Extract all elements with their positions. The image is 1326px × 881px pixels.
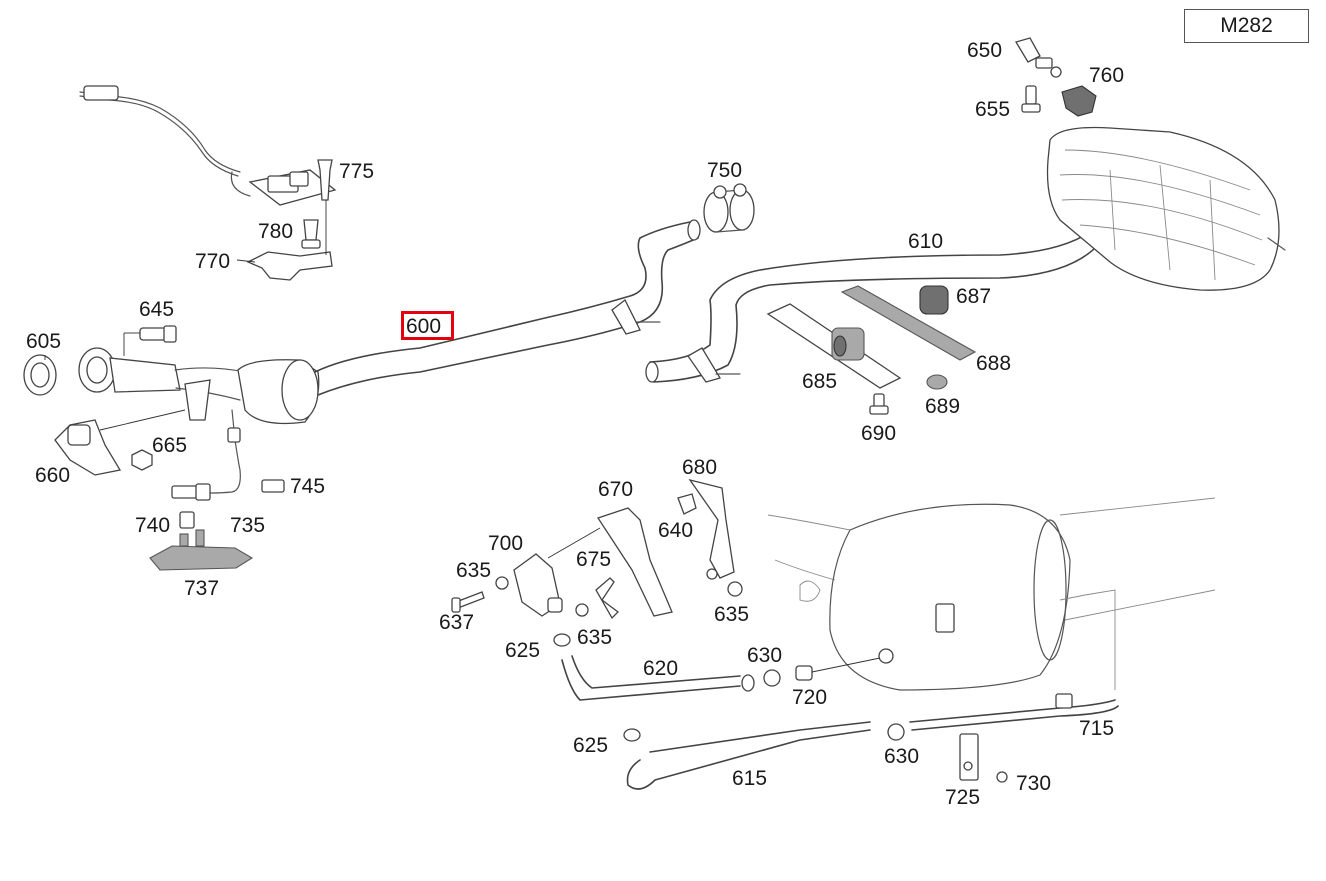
part-label-660[interactable]: 660 xyxy=(35,464,70,487)
part-label-689[interactable]: 689 xyxy=(925,395,960,418)
part-label-600[interactable]: 600 xyxy=(406,315,441,338)
bolt-690-drawing xyxy=(869,393,889,415)
selected-part-highlight xyxy=(401,311,454,340)
clamp-630-drawing xyxy=(763,669,905,741)
part-label-637[interactable]: 637 xyxy=(439,611,474,634)
bolt-775-drawing xyxy=(317,159,333,255)
part-label-630-upper[interactable]: 630 xyxy=(747,644,782,667)
part-label-635-middle[interactable]: 635 xyxy=(577,626,612,649)
part-label-770[interactable]: 770 xyxy=(195,250,230,273)
part-label-615[interactable]: 615 xyxy=(732,767,767,790)
bracket-760-drawing xyxy=(1061,85,1097,117)
part-label-640[interactable]: 640 xyxy=(658,519,693,542)
stud-645-drawing xyxy=(123,325,177,356)
part-label-635-right[interactable]: 635 xyxy=(714,603,749,626)
clamp-750-drawing xyxy=(703,183,755,233)
part-label-735[interactable]: 735 xyxy=(230,514,265,537)
part-label-750[interactable]: 750 xyxy=(707,159,742,182)
part-label-635-left[interactable]: 635 xyxy=(456,559,491,582)
bracket-680-drawing xyxy=(688,478,735,580)
model-code-badge: M282 xyxy=(1184,9,1309,43)
part-label-680[interactable]: 680 xyxy=(682,456,717,479)
sensor-735-drawing xyxy=(171,409,241,501)
nut-635-drawing xyxy=(495,576,743,617)
part-label-605[interactable]: 605 xyxy=(26,330,61,353)
bracket-770-drawing xyxy=(236,251,333,281)
nut-640-drawing xyxy=(677,493,697,515)
sensor-harness-drawing xyxy=(79,85,337,206)
bracket-670-drawing xyxy=(547,507,673,617)
part-label-690[interactable]: 690 xyxy=(861,422,896,445)
part-label-645[interactable]: 645 xyxy=(139,298,174,321)
sensor-650-drawing xyxy=(1015,37,1062,78)
rear-pipe-610-drawing xyxy=(645,231,1099,383)
mount-660-drawing xyxy=(54,419,122,476)
line-620-drawing xyxy=(561,655,755,701)
clamp-625-upper-drawing xyxy=(553,633,571,647)
part-label-730[interactable]: 730 xyxy=(1016,772,1051,795)
bracket-688-drawing xyxy=(840,285,977,361)
line-615-drawing xyxy=(623,721,871,790)
part-label-687[interactable]: 687 xyxy=(956,285,991,308)
part-label-780[interactable]: 780 xyxy=(258,220,293,243)
fitting-720-drawing xyxy=(795,657,881,681)
bolt-780-drawing xyxy=(301,219,321,249)
part-label-625-lower[interactable]: 625 xyxy=(573,734,608,757)
part-label-650[interactable]: 650 xyxy=(967,39,1002,62)
part-label-670[interactable]: 670 xyxy=(598,478,633,501)
sensor-700-drawing xyxy=(513,553,563,617)
part-label-675[interactable]: 675 xyxy=(576,548,611,571)
nut-665-drawing xyxy=(99,409,186,471)
part-label-655[interactable]: 655 xyxy=(975,98,1010,121)
part-label-725[interactable]: 725 xyxy=(945,786,980,809)
part-label-700[interactable]: 700 xyxy=(488,532,523,555)
mount-687-drawing xyxy=(919,285,949,315)
part-label-688[interactable]: 688 xyxy=(976,352,1011,375)
intermediate-pipe-600-drawing xyxy=(314,219,701,396)
bracket-675-drawing xyxy=(595,577,619,620)
part-label-720[interactable]: 720 xyxy=(792,686,827,709)
clip-725-drawing xyxy=(959,733,979,781)
bolt-637-drawing xyxy=(451,591,485,613)
catalyst-assembly-drawing xyxy=(78,347,320,425)
part-label-630-lower[interactable]: 630 xyxy=(884,745,919,768)
clip-740-drawing xyxy=(179,511,195,529)
screw-730-drawing xyxy=(996,771,1008,783)
part-label-715[interactable]: 715 xyxy=(1079,717,1114,740)
rubber-mount-685-drawing xyxy=(831,327,865,361)
part-label-625-upper[interactable]: 625 xyxy=(505,639,540,662)
clip-745-drawing xyxy=(261,479,285,493)
bolt-655-drawing xyxy=(1021,85,1041,113)
part-label-745[interactable]: 745 xyxy=(290,475,325,498)
part-label-740[interactable]: 740 xyxy=(135,514,170,537)
part-label-610[interactable]: 610 xyxy=(908,230,943,253)
gasket-605-drawing xyxy=(23,354,57,396)
line-715-drawing xyxy=(909,693,1119,731)
part-label-685[interactable]: 685 xyxy=(802,370,837,393)
part-label-620[interactable]: 620 xyxy=(643,657,678,680)
part-label-775[interactable]: 775 xyxy=(339,160,374,183)
muffler-drawing xyxy=(1046,126,1286,291)
bracket-737-drawing xyxy=(149,529,254,571)
part-label-737[interactable]: 737 xyxy=(184,577,219,600)
part-label-665[interactable]: 665 xyxy=(152,434,187,457)
plug-689-drawing xyxy=(926,374,948,390)
part-label-760[interactable]: 760 xyxy=(1089,64,1124,87)
scr-canister-drawing xyxy=(767,497,1216,691)
